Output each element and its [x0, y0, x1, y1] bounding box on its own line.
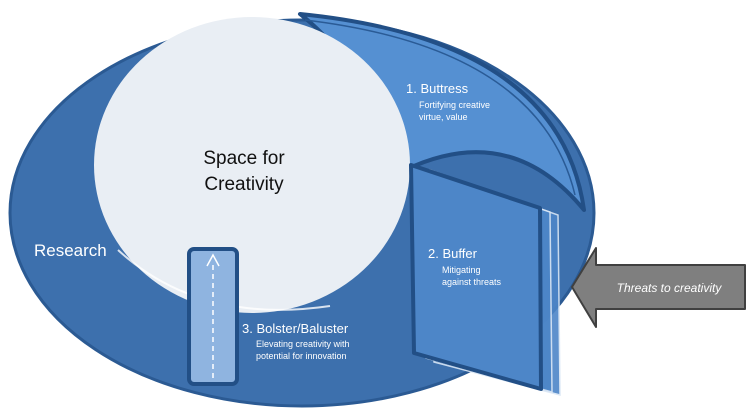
- bolster-desc-line1: Elevating creativity with: [256, 339, 350, 349]
- buffer-title: 2. Buffer: [428, 246, 478, 261]
- buffer-desc-line2: against threats: [442, 277, 502, 287]
- creativity-label-line2: Creativity: [204, 174, 284, 195]
- bolster-bar: [187, 247, 239, 386]
- buttress-title: 1. Buttress: [406, 81, 469, 96]
- research-label: Research: [34, 241, 107, 260]
- buffer-panel: [409, 163, 561, 396]
- buffer-desc-line1: Mitigating: [442, 265, 481, 275]
- threats-label: Threats to creativity: [617, 281, 723, 295]
- buttress-sketch-line: [304, 19, 576, 196]
- bolster-desc-line2: potential for innovation: [256, 351, 347, 361]
- creativity-label-line1: Space for: [203, 148, 285, 169]
- bolster-elevation-arrow-head: [206, 253, 220, 267]
- threats-arrow: [571, 247, 746, 328]
- bolster-title: 3. Bolster/Baluster: [242, 321, 349, 336]
- creativity-space: [94, 17, 410, 313]
- buttress-desc-line1: Fortifying creative: [419, 100, 490, 110]
- buttress-desc-line2: virtue, value: [419, 112, 468, 122]
